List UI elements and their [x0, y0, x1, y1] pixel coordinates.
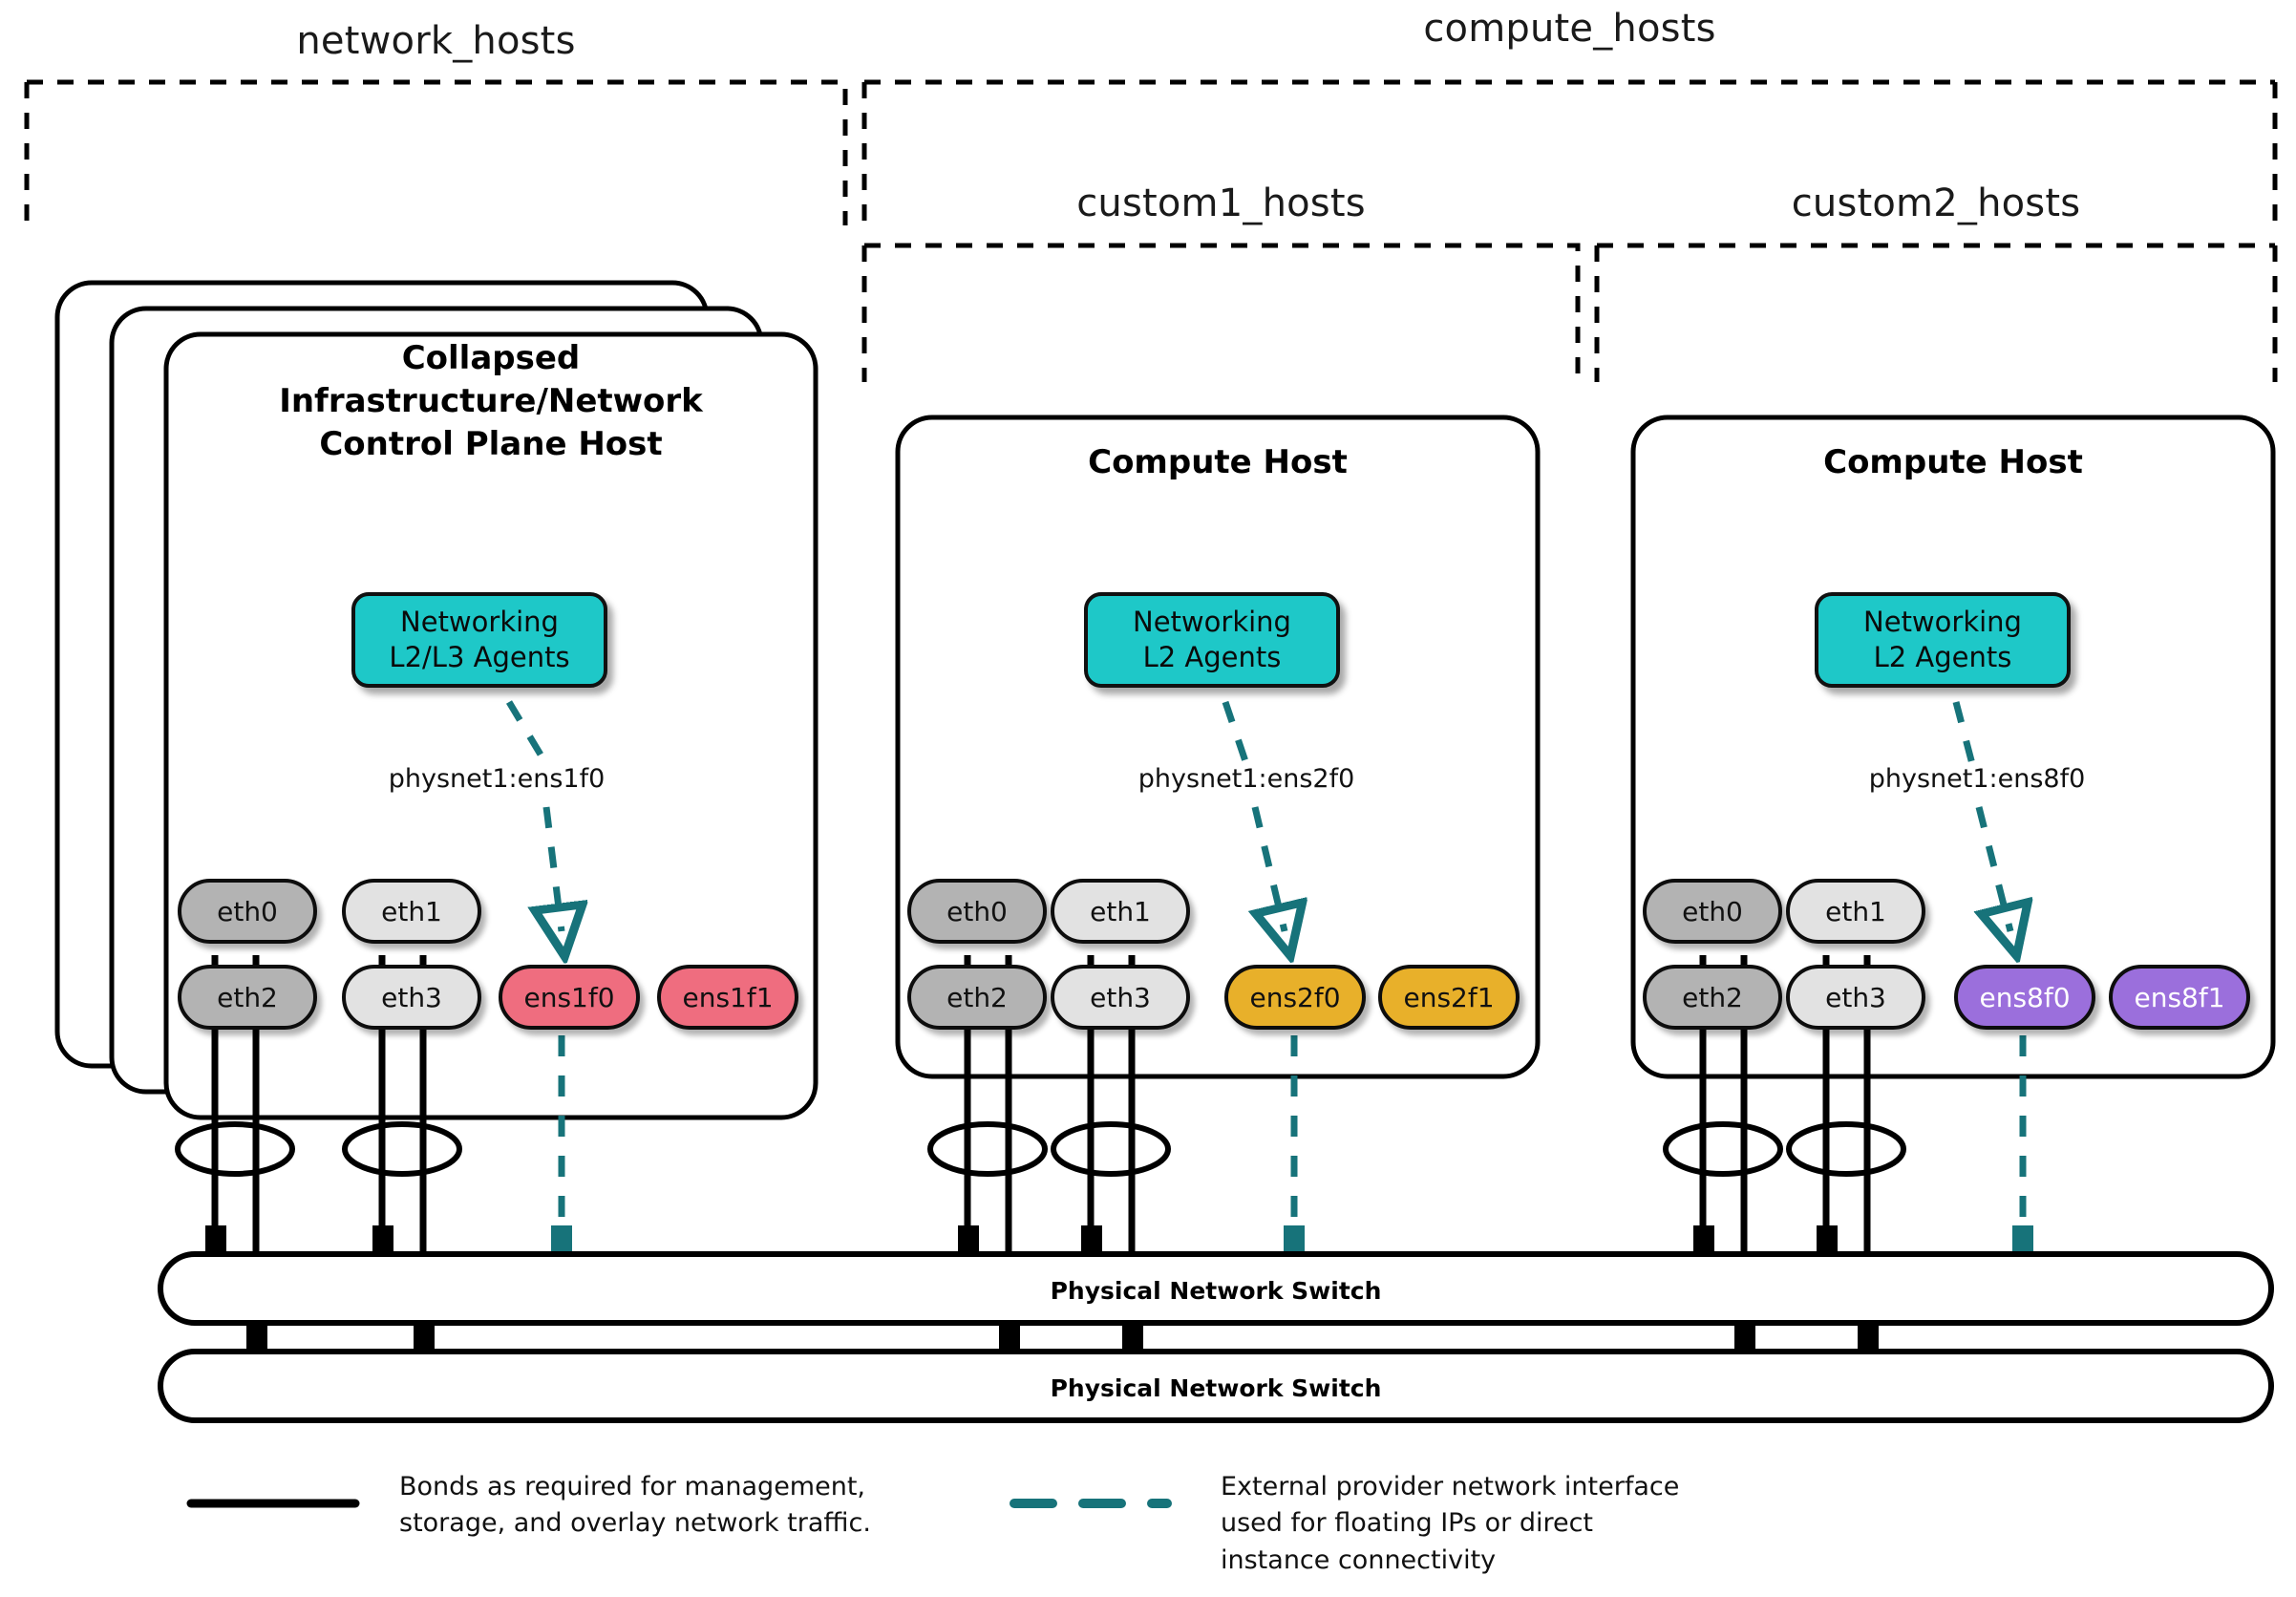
- nic-pill-host3-eth3[interactable]: eth3: [1786, 965, 1925, 1030]
- switch-label-bottom: Physical Network Switch: [1050, 1374, 1382, 1402]
- host-title-control-plane-host: Collapsed Infrastructure/Network Control…: [279, 339, 703, 463]
- nic-pill-host3-eth0[interactable]: eth0: [1643, 879, 1782, 944]
- nic-pill-host3-ens8f0[interactable]: ens8f0: [1954, 965, 2095, 1030]
- group-frame-custom2-hosts: [1594, 243, 2278, 382]
- nic-pill-host2-eth1[interactable]: eth1: [1051, 879, 1190, 944]
- legend-text-provider: External provider network interface used…: [1221, 1472, 1680, 1575]
- nic-pill-host3-eth2[interactable]: eth2: [1643, 965, 1782, 1030]
- nic-pill-host2-ens2f0[interactable]: ens2f0: [1224, 965, 1366, 1030]
- nic-pill-host3-eth1[interactable]: eth1: [1786, 879, 1925, 944]
- nic-pill-host1-ens1f0[interactable]: ens1f0: [499, 965, 640, 1030]
- nic-pill-host2-eth2[interactable]: eth2: [907, 965, 1047, 1030]
- switch-body-bottom: [158, 1349, 2274, 1423]
- agent-box-label: Networking L2 Agents: [1863, 605, 2022, 673]
- nic-pill-host3-ens8f1[interactable]: ens8f1: [2109, 965, 2250, 1030]
- group-label-custom2-hosts: custom2_hosts: [1791, 181, 2081, 225]
- nic-pill-host2-eth0[interactable]: eth0: [907, 879, 1047, 944]
- group-frame-custom1-hosts: [861, 243, 1581, 382]
- switch-body-top: [158, 1251, 2274, 1326]
- agent-box-control-plane-host: Networking L2/L3 Agents: [351, 592, 607, 688]
- nic-pill-host1-eth0[interactable]: eth0: [178, 879, 317, 944]
- group-label-compute-hosts: compute_hosts: [1423, 7, 1716, 51]
- physnet-label-compute-host-2: physnet1:ens8f0: [1868, 764, 2086, 794]
- nic-pill-host1-eth3[interactable]: eth3: [342, 965, 481, 1030]
- host-title-compute-host-2: Compute Host: [1823, 443, 2083, 481]
- physnet-label-control-plane-host: physnet1:ens1f0: [388, 764, 606, 794]
- switch-label-top: Physical Network Switch: [1050, 1277, 1382, 1305]
- nic-pill-host1-eth1[interactable]: eth1: [342, 879, 481, 944]
- group-frame-compute-hosts: [861, 79, 2278, 225]
- nic-pill-host1-eth2[interactable]: eth2: [178, 965, 317, 1030]
- agent-box-label: Networking L2 Agents: [1133, 605, 1291, 673]
- nic-pill-host2-eth3[interactable]: eth3: [1051, 965, 1190, 1030]
- agent-box-compute-host-1: Networking L2 Agents: [1084, 592, 1340, 688]
- legend-text-bond: Bonds as required for management, storag…: [399, 1472, 871, 1539]
- host-title-compute-host-1: Compute Host: [1088, 443, 1348, 481]
- agent-box-compute-host-2: Networking L2 Agents: [1815, 592, 2071, 688]
- nic-pill-host1-ens1f1[interactable]: ens1f1: [657, 965, 798, 1030]
- agent-box-label: Networking L2/L3 Agents: [389, 605, 570, 673]
- group-frame-network-hosts: [24, 79, 848, 225]
- nic-pill-host2-ens2f1[interactable]: ens2f1: [1378, 965, 1520, 1030]
- group-label-custom1-hosts: custom1_hosts: [1076, 181, 1366, 225]
- group-label-network-hosts: network_hosts: [296, 19, 576, 63]
- physnet-label-compute-host-1: physnet1:ens2f0: [1137, 764, 1355, 794]
